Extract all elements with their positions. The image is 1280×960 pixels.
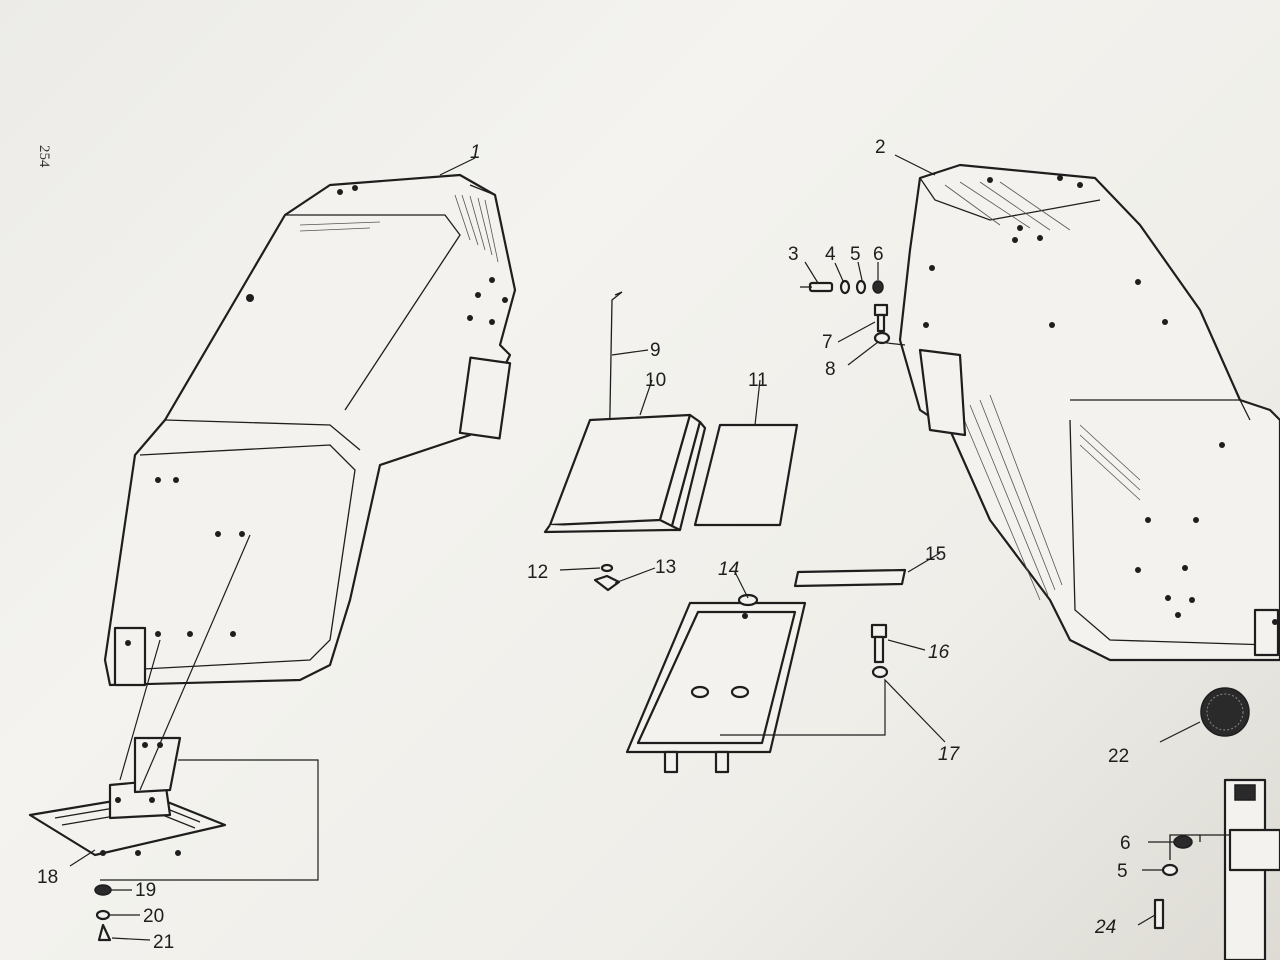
plate-part-11 — [693, 423, 799, 527]
callout-14: 14 — [718, 559, 739, 580]
callout-labels: 1 2 3 4 5 6 7 8 9 10 11 12 13 14 15 16 1… — [37, 137, 1131, 953]
callout-19: 19 — [135, 880, 156, 901]
rod-part-9 — [607, 291, 623, 521]
callout-22: 22 — [1108, 746, 1129, 767]
grille-part-22 — [1200, 687, 1250, 737]
fasteners-19-21 — [94, 884, 112, 942]
battery-tray-part-10 — [543, 413, 707, 534]
page-number-group: 254 — [36, 145, 52, 168]
bolt-assembly-3-6 — [800, 279, 884, 295]
strip-part-15 — [793, 568, 907, 588]
callout-17: 17 — [938, 744, 961, 765]
callout-6: 6 — [873, 244, 884, 265]
callout-18: 18 — [37, 867, 58, 888]
tray-frame-part-14 — [625, 593, 807, 774]
callout-8: 8 — [825, 359, 836, 380]
callout-12: 12 — [527, 562, 548, 583]
callout-16: 16 — [928, 642, 950, 663]
bolt-part-16 — [870, 623, 889, 679]
bolt-7-washer-8 — [873, 303, 891, 345]
callout-1: 1 — [470, 142, 481, 163]
leader-lines — [69, 154, 1201, 941]
callout-13: 13 — [655, 557, 676, 578]
callout-15: 15 — [925, 544, 946, 565]
callout-21: 21 — [153, 932, 174, 953]
page-number: 254 — [36, 145, 52, 168]
callout-7: 7 — [822, 332, 833, 353]
callout-5-bottom: 5 — [1117, 861, 1128, 882]
callout-11: 11 — [748, 370, 768, 391]
step-part-18 — [28, 736, 227, 857]
callout-20: 20 — [143, 906, 164, 927]
callout-6-bottom: 6 — [1120, 833, 1131, 854]
callout-5: 5 — [850, 244, 861, 265]
callout-9: 9 — [650, 340, 661, 361]
callout-3: 3 — [788, 244, 799, 265]
right-fender-part-2 — [898, 163, 1280, 662]
callout-10: 10 — [645, 370, 666, 391]
partial-assembly-bottom-right — [1153, 778, 1280, 960]
left-fender-part-1 — [103, 173, 517, 687]
callout-24: 24 — [1094, 917, 1116, 938]
callout-2: 2 — [875, 137, 886, 158]
callout-4: 4 — [825, 244, 836, 265]
fasteners-12-13 — [593, 563, 621, 592]
